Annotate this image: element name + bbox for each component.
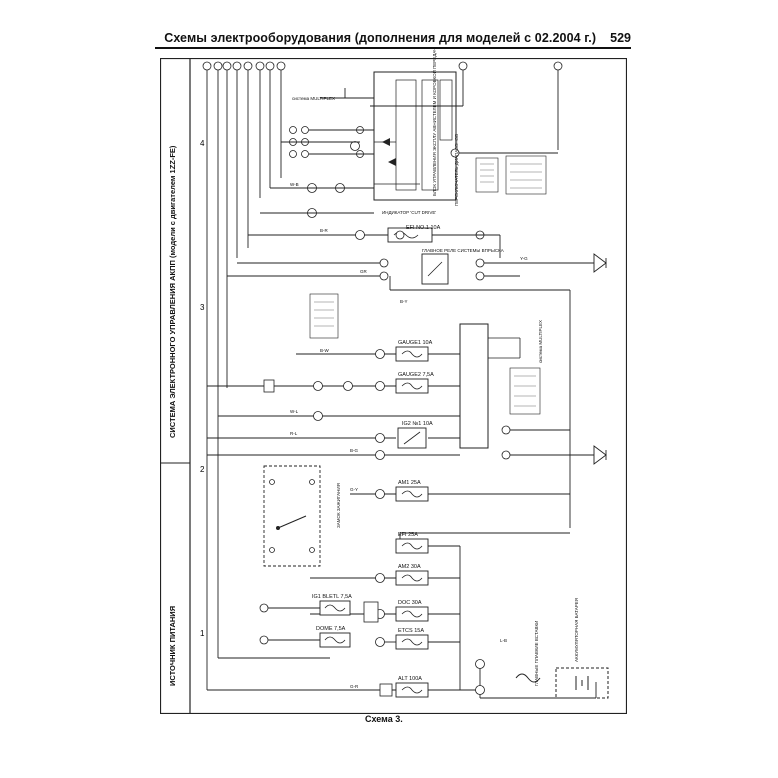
- wiring-diagram-svg: 4 3 2 1 EFI NO.1 10A GAUGE1 10A GAUGE2 7…: [159, 57, 628, 715]
- svg-text:B-G: B-G: [350, 448, 359, 453]
- ecm-top-block: [373, 71, 558, 201]
- svg-text:B-Y: B-Y: [400, 299, 408, 304]
- fuse-label: ETCS 15A: [398, 628, 424, 634]
- wire-color-labels: B-R B-Y W-B GR B-G G-R L-B B-W G-Y W-L Y…: [290, 182, 528, 689]
- relay-label: ГЛАВНОЕ РЕЛЕ СИСТЕМЫ ВПРЫСКА: [422, 248, 504, 253]
- connector-pinouts: [309, 155, 547, 415]
- main-fuse-label: ГЛАВНЫЕ ПЛАВКИЕ ВСТАВКИ: [534, 620, 539, 686]
- svg-text:Y-G: Y-G: [520, 256, 528, 261]
- fuse-label: GAUGE1 10A: [398, 340, 433, 346]
- svg-text:W-L: W-L: [290, 409, 299, 414]
- fuse-label: DOC 30A: [398, 600, 422, 606]
- svg-text:L-B: L-B: [500, 638, 507, 643]
- lower-connectors: [259, 573, 485, 697]
- efi-relay-wires: [227, 234, 594, 528]
- column-number: 4: [200, 139, 205, 148]
- fuse-label: EFI 25A: [398, 532, 418, 538]
- wiring-diagram: 4 3 2 1 EFI NO.1 10A GAUGE1 10A GAUGE2 7…: [159, 48, 628, 715]
- svg-text:R-L: R-L: [290, 431, 298, 436]
- multiplex-label: система MULTIPLEX: [292, 96, 336, 101]
- column-number: 1: [200, 629, 205, 638]
- upper-wires: [260, 88, 374, 214]
- svg-text:B-R: B-R: [320, 228, 329, 233]
- ignition-switch-block: [263, 465, 321, 567]
- indicator-label: ИНДИКАТОР 'CUT DRIVE': [382, 210, 437, 215]
- fuse-labels: EFI NO.1 10A GAUGE1 10A GAUGE2 7,5A AM1 …: [312, 225, 504, 682]
- svg-text:G-R: G-R: [350, 684, 359, 689]
- header-rule: [155, 47, 631, 49]
- column-number: 3: [200, 303, 205, 312]
- middle-fuses: [395, 346, 429, 502]
- ecm-label: БЛОК УПРАВЛЕНИЯ ЭКСПЛУ АВНИСТЕЛЕМ И КОРО…: [432, 47, 437, 196]
- middle-connectors: [263, 349, 385, 499]
- main-fuse-link: [515, 673, 541, 683]
- svg-text:W-B: W-B: [290, 182, 299, 187]
- lower-fuses: [319, 538, 429, 698]
- figure-caption: Схема 3.: [365, 714, 403, 724]
- page-number: 529: [610, 31, 631, 45]
- connector-pin-grid: [314, 163, 542, 407]
- svg-text:B-W: B-W: [320, 348, 330, 353]
- top-terminals: [202, 61, 563, 71]
- fuse-label: GAUGE2 7,5A: [398, 372, 434, 378]
- fuse-label: ALT 100A: [398, 676, 422, 682]
- svg-text:G-Y: G-Y: [350, 487, 358, 492]
- fuse-label: AM1 25A: [398, 480, 421, 486]
- column-number: 2: [200, 465, 205, 474]
- power-label: ИСТОЧНИК ПИТАНИЯ: [168, 605, 177, 686]
- fuse-label: AM2 30A: [398, 564, 421, 570]
- ignition-switch-label: ЗАМОК ЗАЖИГАНИЯ: [336, 483, 341, 528]
- battery-symbol: [555, 667, 609, 699]
- relay-label: IG2 №1 10A: [402, 421, 433, 427]
- battery-label: АККУМУЛЯТОРНАЯ БАТАРЕЯ: [574, 598, 579, 662]
- header-title: Схемы электрооборудования (дополнения дл…: [164, 31, 597, 45]
- diagram-frame: [159, 57, 628, 715]
- connector-label: ПЕРЕКЛЮЧАТЕЛЬ ДИАПАЗОНОВ: [454, 133, 459, 206]
- middle-fuse-wires: [207, 353, 570, 495]
- ground-symbols: [593, 253, 607, 465]
- svg-text:GR: GR: [360, 269, 368, 274]
- fuse-label: DOME 7,5A: [316, 626, 346, 632]
- multiplex-label: система MULTIPLEX: [538, 319, 543, 363]
- system-label: СИСТЕМА ЭЛЕКТРОННОГО УПРАВЛЕНИЯ АКПП (мо…: [168, 145, 177, 438]
- lower-wires: [207, 532, 597, 699]
- page-header: Схемы электрооборудования (дополнения дл…: [164, 28, 631, 48]
- fuse-label: IG1 BLETL 7,5A: [312, 594, 352, 600]
- upper-connectors: [289, 126, 364, 218]
- fuse-label: EFI NO.1 10A: [406, 225, 441, 231]
- vertical-feeds: [206, 70, 559, 690]
